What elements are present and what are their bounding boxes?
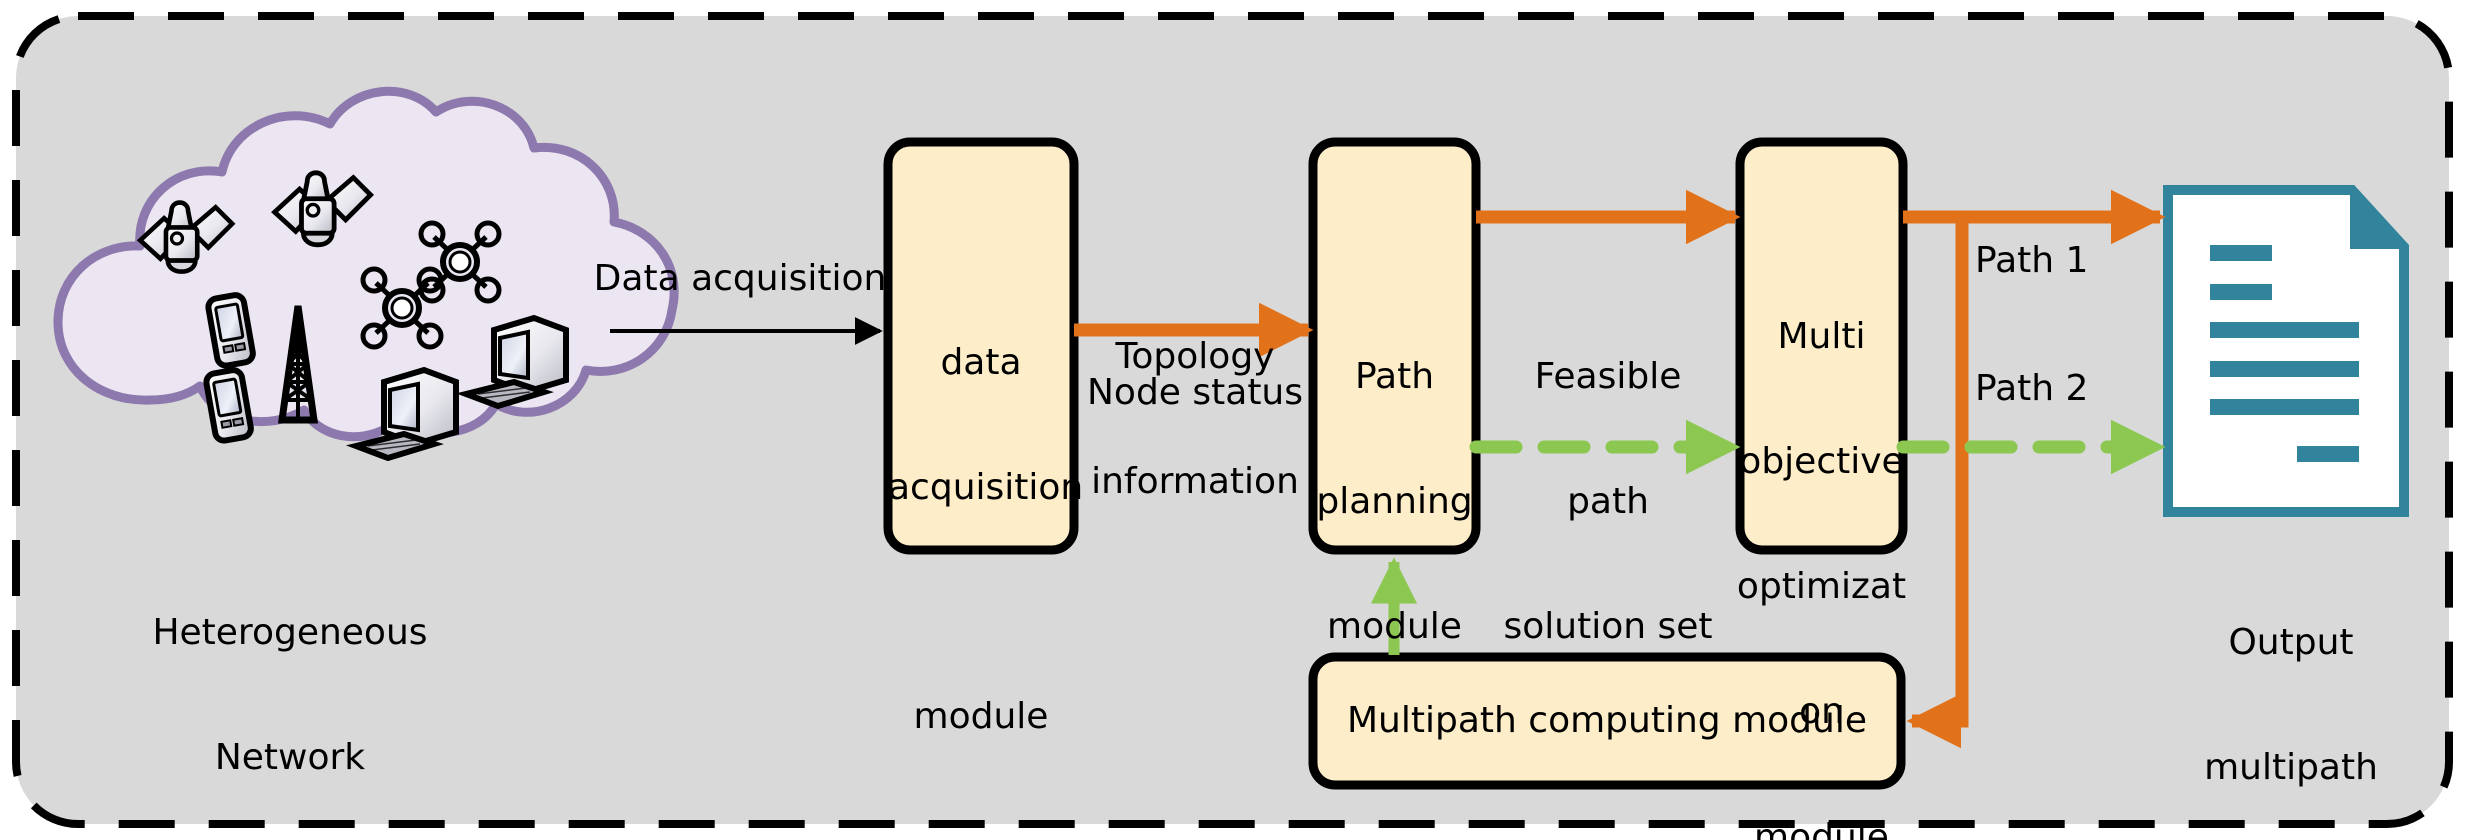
cell-tower-icon (277, 305, 319, 424)
multi-objective-optimization-module-box (1735, 137, 1908, 555)
label-data-acquisition: Data acquisition (593, 258, 887, 299)
label-line: Topology (1115, 335, 1275, 377)
data-acquisition-module-box (883, 137, 1079, 555)
heterogeneous-network-cloud (53, 86, 679, 462)
multipath-computing-module-label: Multipath computing module (1347, 700, 1867, 741)
box-line: module (1754, 816, 1889, 840)
path-planning-module-label: Path planning module (1313, 272, 1476, 731)
label-line: path (1567, 480, 1649, 522)
drone-icon (418, 220, 502, 304)
cloud-caption-line2: Network (214, 736, 366, 778)
box-line: objective (1739, 440, 1904, 482)
label-line: information (1091, 460, 1299, 502)
box-line: optimizat (1736, 566, 1907, 607)
label-path-1: Path 1 (1975, 240, 2089, 281)
label-line: Feasible (1534, 355, 1682, 397)
drone-icon (360, 266, 444, 350)
desktop-computer-icon (455, 314, 569, 410)
mobile-phone-icon (203, 367, 254, 444)
box-spacer (888, 592, 1074, 612)
box-line: planning (1316, 480, 1473, 522)
satellite-icon (271, 170, 374, 248)
output-caption: Output multipath transmission scheme (2176, 538, 2406, 840)
box-line: module (913, 695, 1049, 737)
heterogeneous-network-label: Heterogeneous Network (120, 528, 460, 840)
label-node-status: Node status (1086, 372, 1304, 413)
document-text-lines (2210, 245, 2359, 462)
multipath-computing-module-box (1308, 652, 1906, 790)
document-icon (2163, 184, 2409, 517)
multi-objective-optimization-module-label: Multi objective optimizat on module (1733, 232, 1910, 840)
label-feasible-path-solution-set: Feasible path solution set (1480, 272, 1736, 731)
label-path-2: Path 2 (1975, 368, 2089, 409)
output-caption-line1: Output (2228, 621, 2354, 663)
cloud-caption-line1: Heterogeneous (152, 611, 428, 653)
box-line: Multi (1777, 315, 1866, 357)
data-acquisition-module-label: data acquisition module (888, 258, 1084, 821)
box-line: acquisition (888, 466, 1084, 508)
output-caption-line2: multipath (2204, 746, 2378, 788)
edge-feedback-to-multipath-computing (1906, 217, 1969, 749)
box-line: data (940, 341, 1022, 383)
box-line: Path (1354, 355, 1435, 397)
satellite-icon (136, 200, 236, 274)
desktop-computer-icon (345, 366, 459, 462)
mobile-phone-icon (205, 292, 256, 369)
box-line: module (1327, 606, 1462, 647)
label-topology-information: Topology information (1082, 252, 1308, 586)
connectors (610, 189, 2167, 749)
box-line: on (1799, 691, 1844, 733)
label-line: solution set (1503, 606, 1713, 647)
